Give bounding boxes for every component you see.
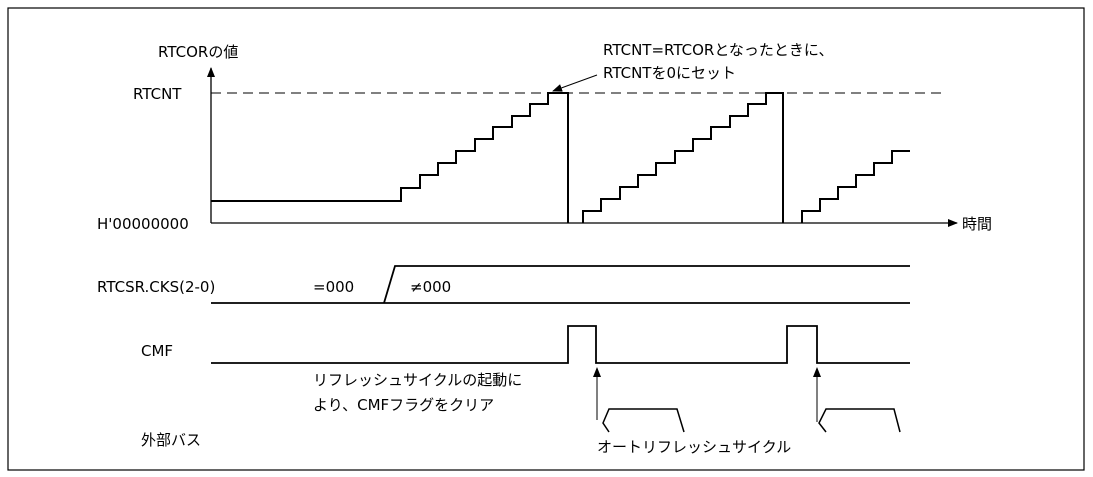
y-axis-title: RTCORの値 — [158, 43, 238, 61]
cks-signal-label: RTCSR.CKS(2-0) — [97, 278, 215, 296]
callout-line-1: RTCNT=RTCORとなったときに、 — [603, 41, 833, 59]
cks-waveform-high — [383, 265, 910, 304]
clear-note-line-1: リフレッシュサイクルの起動に — [313, 371, 522, 389]
diagram-frame — [7, 7, 1085, 471]
cks-before-value: =000 — [313, 278, 354, 296]
y-top-label: RTCNT — [133, 85, 182, 103]
cmf-waveform — [211, 325, 910, 364]
refresh-cycle-label: オートリフレッシュサイクル — [597, 438, 791, 456]
counter-waveform-3 — [801, 150, 910, 223]
cks-after-value: ≠000 — [410, 278, 451, 296]
y-zero-label: H'00000000 — [97, 215, 189, 233]
counter-waveform-1 — [211, 92, 569, 223]
bus-signal-label: 外部バス — [141, 431, 201, 449]
counter-waveform-2 — [582, 92, 784, 223]
x-axis-label: 時間 — [962, 215, 992, 233]
bus-refresh-cycle-1 — [602, 408, 685, 433]
bus-refresh-cycle-2 — [818, 408, 901, 433]
callout-line-2: RTCNTを0にセット — [603, 64, 736, 82]
cmf-signal-label: CMF — [141, 342, 173, 360]
clear-note-line-2: より、CMFフラグをクリア — [313, 396, 494, 414]
callout-arrow — [552, 74, 598, 92]
